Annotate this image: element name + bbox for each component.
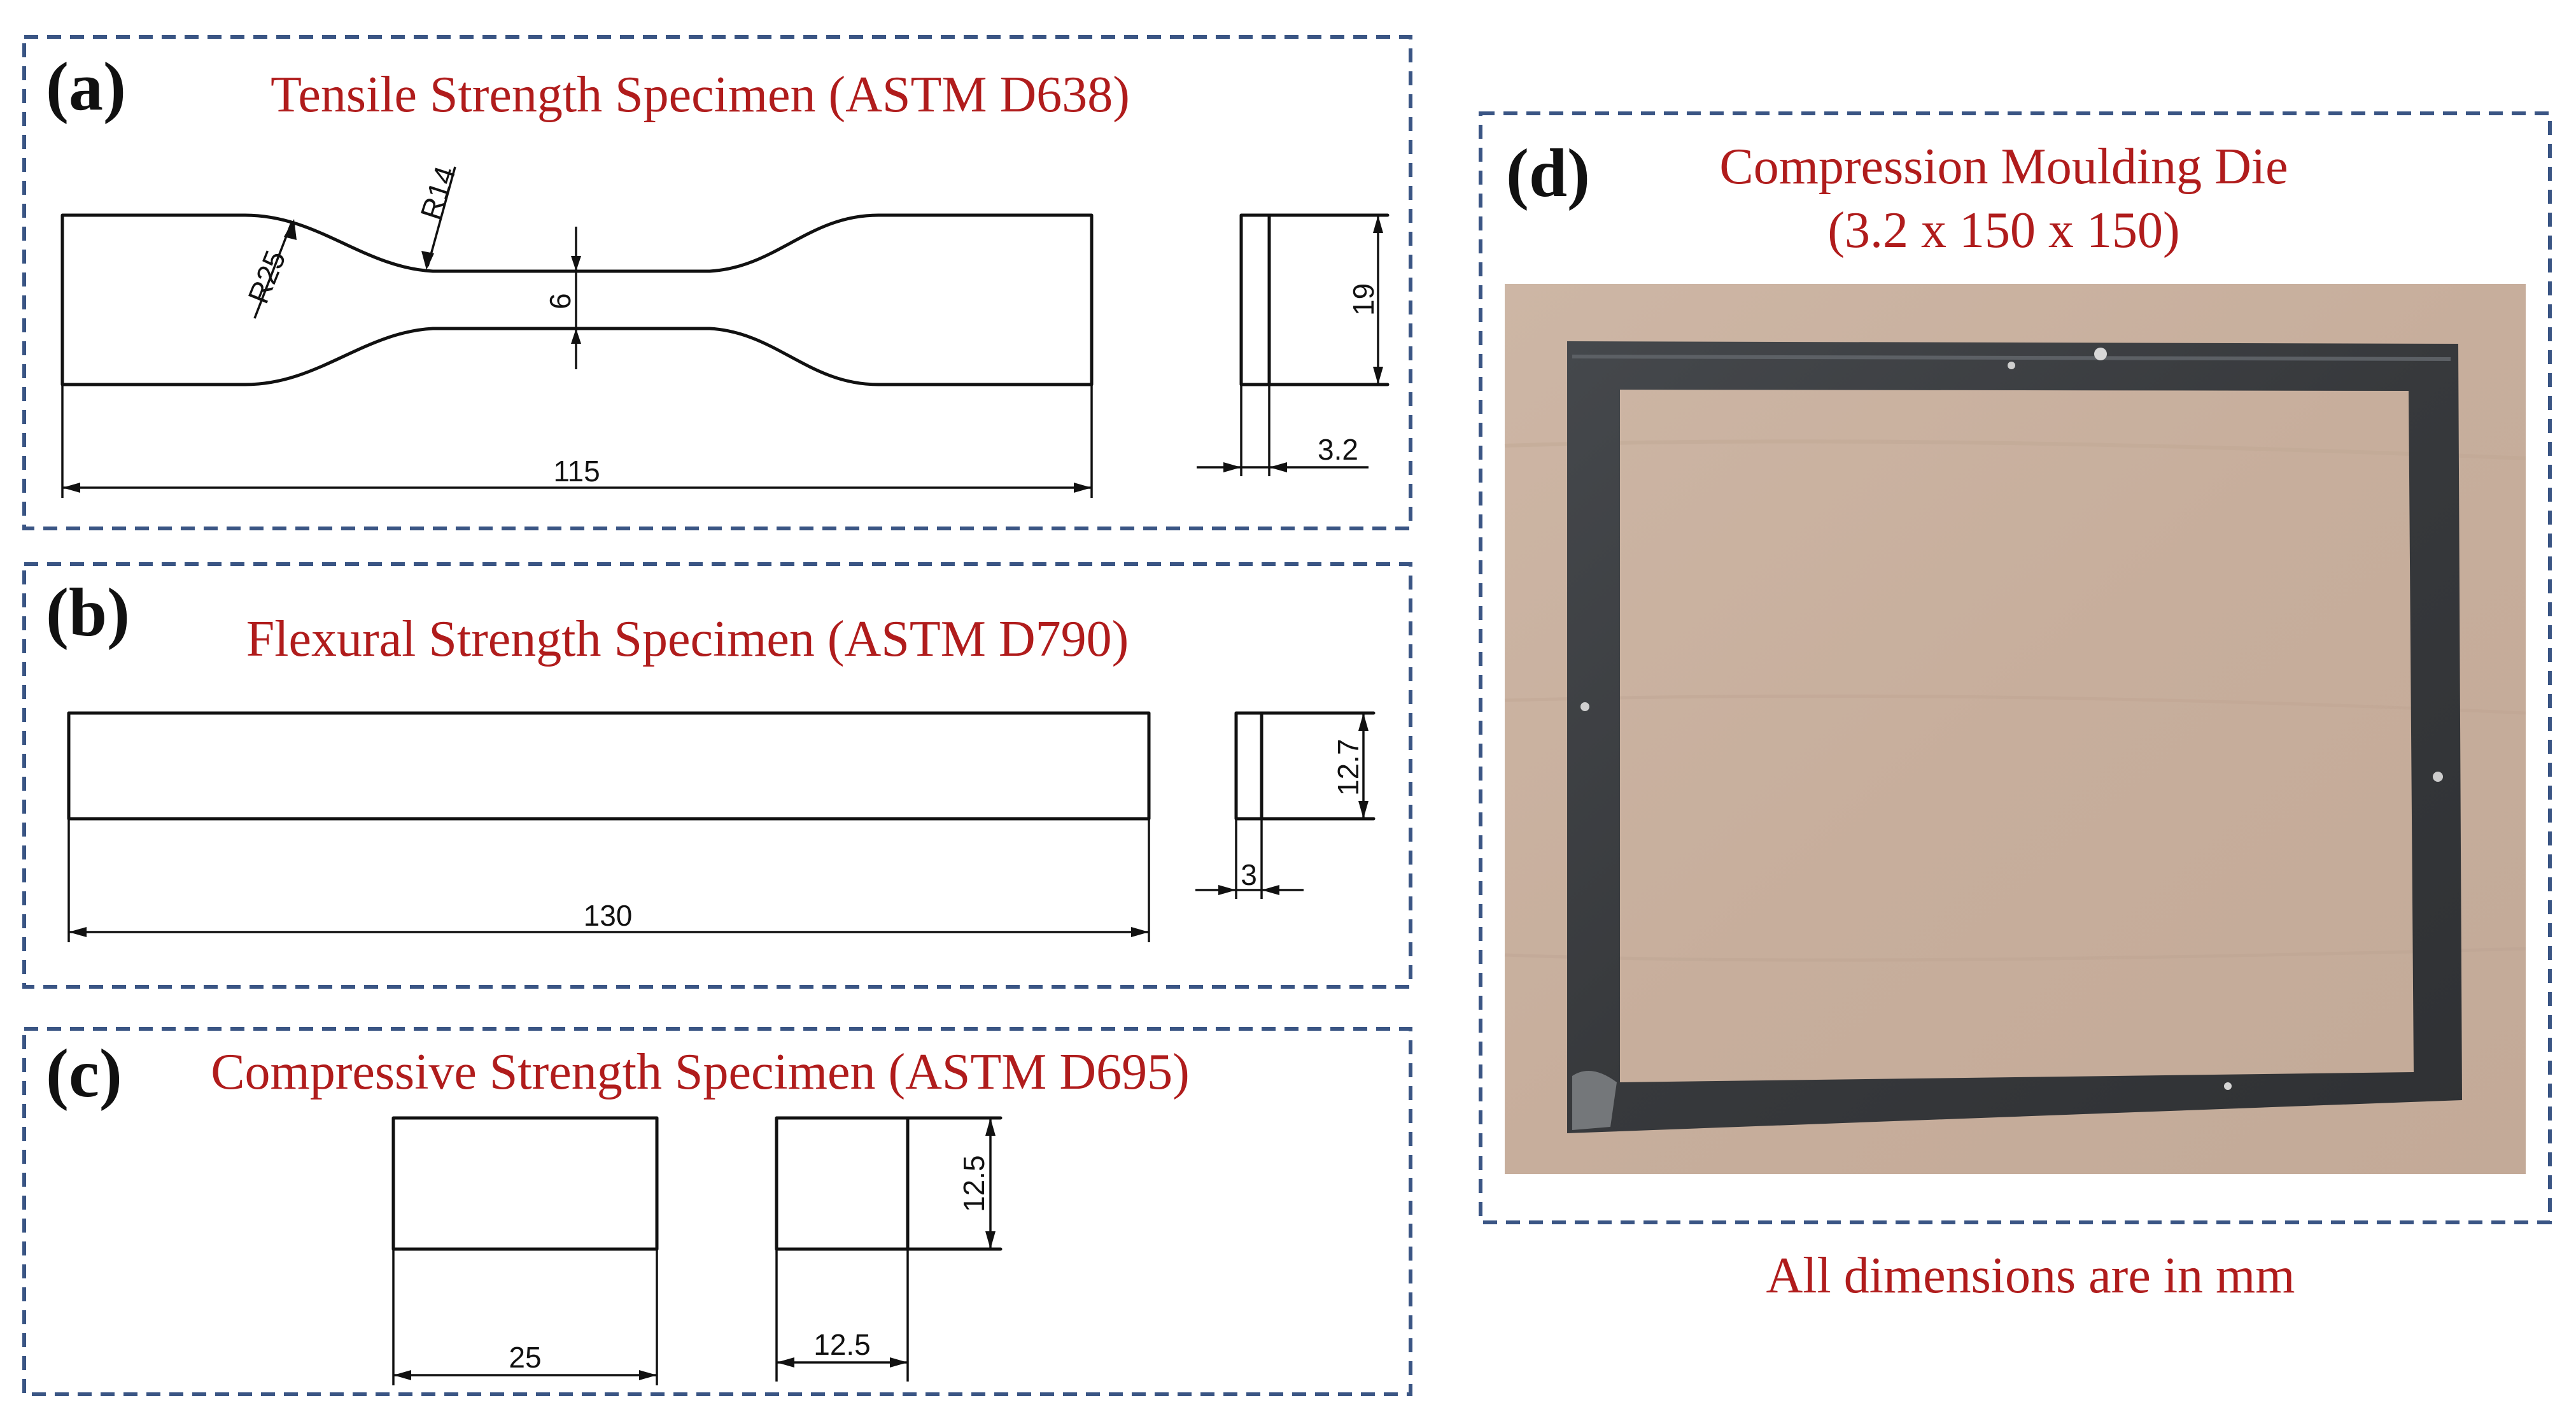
length-115-label: 115 xyxy=(553,455,600,488)
height-12-7-label: 12.7 xyxy=(1332,739,1365,796)
height-12-5-arrow-bottom xyxy=(985,1231,996,1249)
length-115-arrow-left xyxy=(62,483,80,493)
panel-d: (d) Compression Moulding Die (3.2 x 150 … xyxy=(1479,111,2552,1224)
frame-wear xyxy=(1572,1071,1617,1130)
height-12-7-arrow-bottom xyxy=(1358,801,1369,819)
length-130-arrow-left xyxy=(69,927,87,937)
height-19-arrow-bottom xyxy=(1373,367,1383,385)
photo-background xyxy=(1505,284,2526,1174)
panel-b: (b) Flexural Strength Specimen (ASTM D79… xyxy=(22,562,1412,989)
length-25-label: 25 xyxy=(509,1341,541,1374)
frame-highlight xyxy=(1572,355,2451,361)
width-12-5-arrow-left xyxy=(777,1357,794,1368)
height-19-label: 19 xyxy=(1347,283,1380,316)
thick-3-label: 3 xyxy=(1241,858,1257,891)
flexural-side-view xyxy=(1234,711,1263,821)
length-115-arrow-right xyxy=(1074,483,1092,493)
width-12-5-label: 12.5 xyxy=(813,1328,871,1361)
thick-3-2-label: 3.2 xyxy=(1318,433,1358,466)
height-12-7-arrow-top xyxy=(1358,713,1369,731)
r14-leader xyxy=(426,166,456,267)
thick-3-2-arrow-right xyxy=(1269,462,1287,472)
frame-speck xyxy=(2008,362,2015,369)
panel-c-border xyxy=(22,1027,1412,1396)
panel-c: (c) Compressive Strength Specimen (ASTM … xyxy=(22,1027,1412,1396)
panel-d-title-line1: Compression Moulding Die xyxy=(1719,139,2288,195)
r14-label: R14 xyxy=(414,162,462,223)
panel-c-letter: (c) xyxy=(46,1036,122,1112)
width-6-label: 6 xyxy=(544,293,577,309)
frame-speck xyxy=(2433,772,2443,782)
tensile-side-view xyxy=(1239,213,1271,386)
panel-a-title: Tensile Strength Specimen (ASTM D638) xyxy=(271,67,1130,123)
panel-d-border xyxy=(1479,111,2552,1224)
r25-label: R25 xyxy=(241,246,292,308)
compressive-front-view xyxy=(391,1116,659,1251)
frame-speck xyxy=(2224,1082,2232,1090)
length-25-arrow-left xyxy=(393,1370,411,1380)
height-12-5-label: 12.5 xyxy=(957,1155,990,1212)
wood-grain xyxy=(1504,439,2526,460)
panel-a-letter: (a) xyxy=(46,49,126,125)
compressive-side-view xyxy=(775,1116,910,1251)
frame-speck xyxy=(1580,702,1589,711)
r14-arrowhead xyxy=(421,251,434,270)
height-12-5-arrow-top xyxy=(985,1118,996,1136)
panel-b-letter: (b) xyxy=(46,575,130,651)
panel-a: (a) Tensile Strength Specimen (ASTM D638… xyxy=(22,35,1412,530)
width-6-arrow-bottom xyxy=(571,329,581,344)
thick-3-arrow-left xyxy=(1218,885,1236,895)
frame-speck xyxy=(2094,348,2107,360)
units-footnote: All dimensions are in mm xyxy=(1766,1248,2295,1304)
flexural-specimen-outline xyxy=(67,711,1151,821)
wood-grain xyxy=(1504,694,2526,715)
thick-3-2-arrow-left xyxy=(1223,462,1241,472)
height-19-arrow-top xyxy=(1373,215,1383,233)
die-photo xyxy=(1504,284,2526,1174)
width-6-arrow-top xyxy=(571,256,581,271)
panel-d-letter: (d) xyxy=(1506,136,1590,211)
panel-b-title: Flexural Strength Specimen (ASTM D790) xyxy=(246,611,1129,667)
width-12-5-arrow-right xyxy=(890,1357,908,1368)
r25-leader xyxy=(253,222,293,319)
panel-b-border xyxy=(22,562,1412,989)
length-130-arrow-right xyxy=(1131,927,1149,937)
panel-c-title: Compressive Strength Specimen (ASTM D695… xyxy=(211,1044,1190,1100)
panel-d-title-line2: (3.2 x 150 x 150) xyxy=(1827,202,2179,258)
thick-3-arrow-right xyxy=(1262,885,1279,895)
length-130-label: 130 xyxy=(584,899,633,932)
length-25-arrow-right xyxy=(639,1370,657,1380)
panel-a-border xyxy=(22,35,1412,530)
r25-arrowhead xyxy=(284,219,297,240)
